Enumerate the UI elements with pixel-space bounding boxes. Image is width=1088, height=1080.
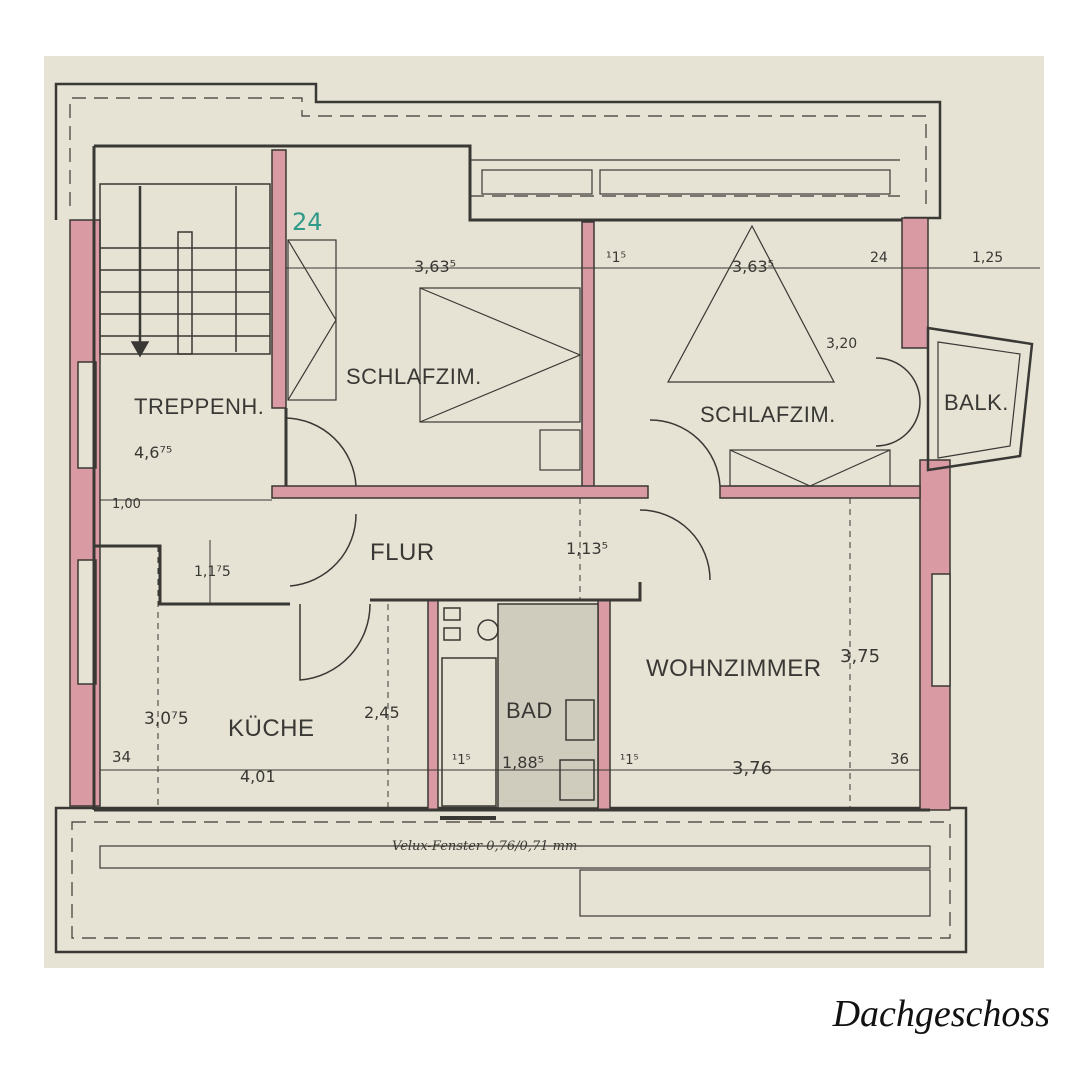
dim-schlaf2-width: 3,63⁵: [732, 257, 774, 276]
dim-treppen-depth: 4,6⁷⁵: [134, 443, 172, 462]
room-label-flur: FLUR: [370, 539, 435, 566]
room-label-bad: BAD: [506, 698, 553, 723]
dim-wohn-width: 3,76: [732, 758, 772, 779]
balcony: [926, 326, 1034, 472]
staircase: [99, 183, 271, 358]
dim-treppen-small: 1,00: [112, 497, 141, 512]
roof-outline-top: [54, 82, 942, 220]
bathroom-fixtures: [440, 603, 599, 820]
dim-balk-width: 3,20: [826, 336, 857, 352]
window-note: Velux-Fenster 0,76/0,71 mm: [392, 839, 577, 854]
dim-kueche-width: 4,01: [240, 767, 276, 786]
room-label-schlafzimmer-2: SCHLAFZIM.: [700, 402, 836, 427]
room-label-schlafzimmer-1: SCHLAFZIM.: [346, 364, 482, 389]
dim-bad-width: 1,88⁵: [502, 753, 544, 772]
wall-outlines: [92, 144, 930, 812]
dimension-lines: [100, 267, 1040, 808]
dim-kueche-depth: 3,0⁷5: [144, 709, 189, 729]
dim-wohn-depth: 3,75: [840, 646, 880, 667]
room-label-kueche: KÜCHE: [228, 715, 315, 742]
interior-walls: [271, 149, 921, 811]
room-label-wohnzimmer: WOHNZIMMER: [646, 655, 822, 682]
room-label-balkon: BALK.: [944, 390, 1009, 415]
dim-bad-wall-right: ¹1⁵: [620, 753, 639, 768]
dim-flur-depth: 2,45: [364, 703, 400, 722]
room-label-treppenhaus: TREPPENH.: [134, 394, 264, 419]
handwritten-annotation: 24: [292, 208, 323, 236]
dim-wall-a: ¹1⁵: [606, 250, 626, 266]
dim-balk-depth: 1,25: [972, 250, 1003, 266]
dim-treppen-step: 1,1⁷5: [194, 564, 231, 580]
floor-caption: Dachgeschoss: [832, 993, 1050, 1035]
dim-wall-left: 34: [112, 748, 131, 766]
dim-schlaf1-width: 3,63⁵: [414, 257, 456, 276]
dim-wall-right: 36: [890, 750, 909, 768]
wall-windows: [77, 361, 951, 687]
wardrobes: [287, 224, 891, 487]
dim-wall-b: 24: [870, 250, 888, 266]
dim-bad-wall-left: ¹1⁵: [452, 753, 471, 768]
paper-background: [44, 56, 1044, 968]
dim-flur-width: 1,13⁵: [566, 539, 608, 558]
